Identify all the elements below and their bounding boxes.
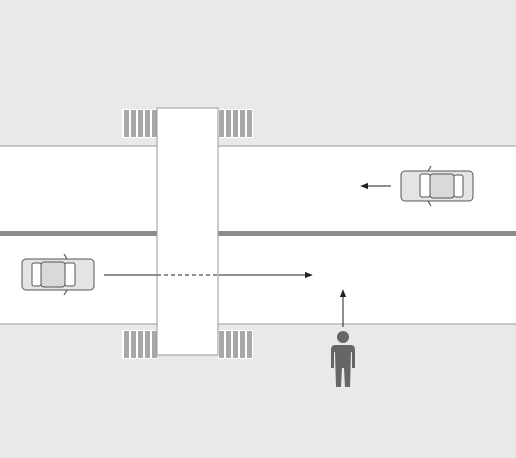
car-right	[400, 165, 474, 207]
car-left-rear-window	[31, 262, 42, 287]
car-left-mirror-bottom	[63, 289, 68, 296]
pedestrian-body	[331, 345, 355, 387]
car-right-windshield	[419, 173, 431, 198]
car-right-mirror-bottom	[427, 200, 432, 207]
pedestrian	[331, 331, 355, 387]
stairs-top-left	[122, 109, 157, 138]
bridge-deck	[156, 107, 219, 356]
car-right-mirror-top	[427, 165, 432, 172]
car-left-roof	[40, 261, 66, 288]
pedestrian-overpass	[156, 107, 219, 356]
car-right-rear-window	[453, 174, 464, 198]
stairs-bottom-left	[122, 330, 157, 359]
car-left-windshield	[64, 262, 76, 287]
car-left	[21, 253, 95, 296]
stairs-bottom-right	[218, 330, 253, 359]
car-right-roof	[429, 173, 455, 199]
stairs-top-right	[218, 109, 253, 138]
car-left-mirror-top	[63, 253, 68, 260]
pedestrian-head	[337, 331, 349, 343]
center-line	[0, 231, 516, 236]
